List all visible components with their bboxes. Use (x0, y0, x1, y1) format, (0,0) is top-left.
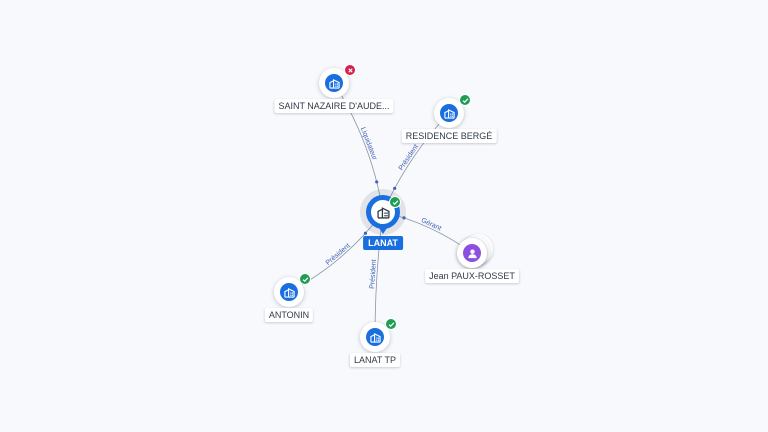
active-status-icon (459, 94, 471, 106)
edge-label-lanat-tp: Président (369, 259, 378, 289)
pin-tip (377, 225, 389, 234)
building-icon (325, 74, 343, 92)
edge-arrow-residence-berge (393, 186, 397, 190)
node-label[interactable]: Jean PAUX-ROSSET (425, 269, 519, 283)
edge-label-residence-berge: Président (398, 143, 420, 172)
location-pin-icon (366, 195, 400, 229)
active-status-icon (389, 196, 401, 208)
edge-arrow-antonin (363, 231, 368, 235)
edge-label-jean-paux-rosset: Gérant (420, 217, 442, 232)
active-status-icon (385, 318, 397, 330)
building-icon (366, 328, 384, 346)
edge-arrow-saint-nazaire (375, 180, 379, 184)
building-icon (440, 104, 458, 122)
node-label[interactable]: LANAT TP (349, 353, 401, 367)
person-icon (463, 244, 481, 262)
node-label[interactable]: ANTONIN (264, 308, 314, 322)
edge-label-antonin: Président (325, 242, 352, 267)
edge-arrow-jean-paux-rosset (402, 216, 406, 220)
center-node-label[interactable]: LANAT (363, 236, 403, 250)
edge-label-saint-nazaire: Liquidateur (359, 126, 378, 161)
node-label[interactable]: RESIDENCE BERGÉ (401, 129, 497, 143)
node-label[interactable]: SAINT NAZAIRE D'AUDE... (274, 99, 394, 113)
closed-status-icon (344, 64, 356, 76)
active-status-icon (299, 273, 311, 285)
building-icon (280, 283, 298, 301)
node-circle[interactable] (457, 238, 487, 268)
